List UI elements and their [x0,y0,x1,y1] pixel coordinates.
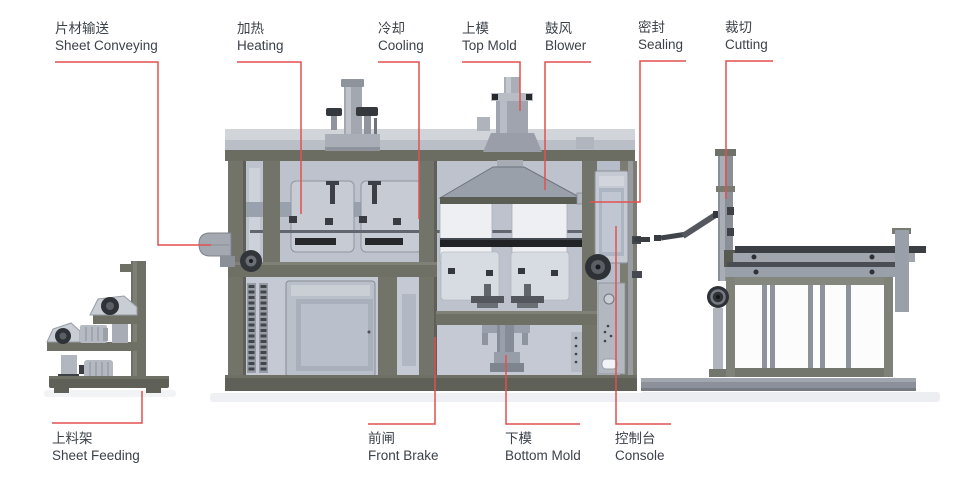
label-sealing: 密封 Sealing [638,20,683,53]
label-cutting-zh: 裁切 [725,20,752,35]
label-console: 控制台 Console [615,431,665,464]
label-cutting-en: Cutting [725,36,768,52]
label-blower-en: Blower [545,37,587,53]
label-bottom-mold-en: Bottom Mold [505,447,581,463]
label-sheet-feeding-en: Sheet Feeding [52,447,140,463]
leader-heating [237,61,302,214]
label-cutting: 裁切 Cutting [725,20,768,53]
leader-console [615,226,671,425]
label-sealing-en: Sealing [638,36,684,52]
label-front-brake: 前闸 Front Brake [368,431,439,464]
chain-rails [247,283,268,373]
label-cooling-en: Cooling [378,37,424,53]
label-cooling-zh: 冷却 [378,21,405,36]
label-sheet-conveying: 片材输送 Sheet Conveying [55,21,158,54]
leader-sheet-conveying [55,61,211,246]
label-sheet-conveying-en: Sheet Conveying [55,37,158,53]
leader-front-brake [368,337,436,425]
label-heating-zh: 加热 [237,21,264,36]
cutting-station [632,149,926,391]
label-top-mold: 上模 Top Mold [462,21,517,54]
label-heating-en: Heating [237,37,284,53]
label-bottom-mold: 下模 Bottom Mold [505,431,581,464]
label-cooling: 冷却 Cooling [378,21,424,54]
label-console-zh: 控制台 [615,431,656,446]
label-heating: 加热 Heating [237,21,284,54]
heating-station [246,180,436,253]
label-blower-zh: 鼓风 [545,21,572,36]
sheet-conveying-nozzle [198,232,262,272]
sheet-feeding-cart [46,261,169,393]
leader-lines [52,60,773,425]
leader-cutting [725,60,773,199]
label-sheet-conveying-zh: 片材输送 [55,21,109,36]
top-mold-assembly [477,77,542,152]
leader-blower [544,61,591,190]
bottom-mold-assembly [482,322,530,372]
vent-pipe [325,79,380,151]
forming-station [439,200,610,308]
floor-shadows [44,390,940,402]
label-sealing-zh: 密封 [638,20,665,35]
label-bottom-mold-zh: 下模 [505,431,532,446]
label-front-brake-zh: 前闸 [368,431,395,446]
lower-door [285,280,416,378]
label-sheet-feeding-zh: 上料架 [52,431,93,446]
leader-top-mold [462,61,521,111]
main-machine [198,77,642,391]
leader-sealing [590,60,686,203]
leader-cooling [378,61,420,219]
label-top-mold-en: Top Mold [462,37,517,53]
label-top-mold-zh: 上模 [462,21,489,36]
leader-bottom-mold [505,355,580,425]
leader-sheet-feeding [52,391,143,424]
label-console-en: Console [615,447,665,463]
label-blower: 鼓风 Blower [545,21,586,54]
label-sheet-feeding: 上料架 Sheet Feeding [52,431,140,464]
label-front-brake-en: Front Brake [368,447,439,463]
